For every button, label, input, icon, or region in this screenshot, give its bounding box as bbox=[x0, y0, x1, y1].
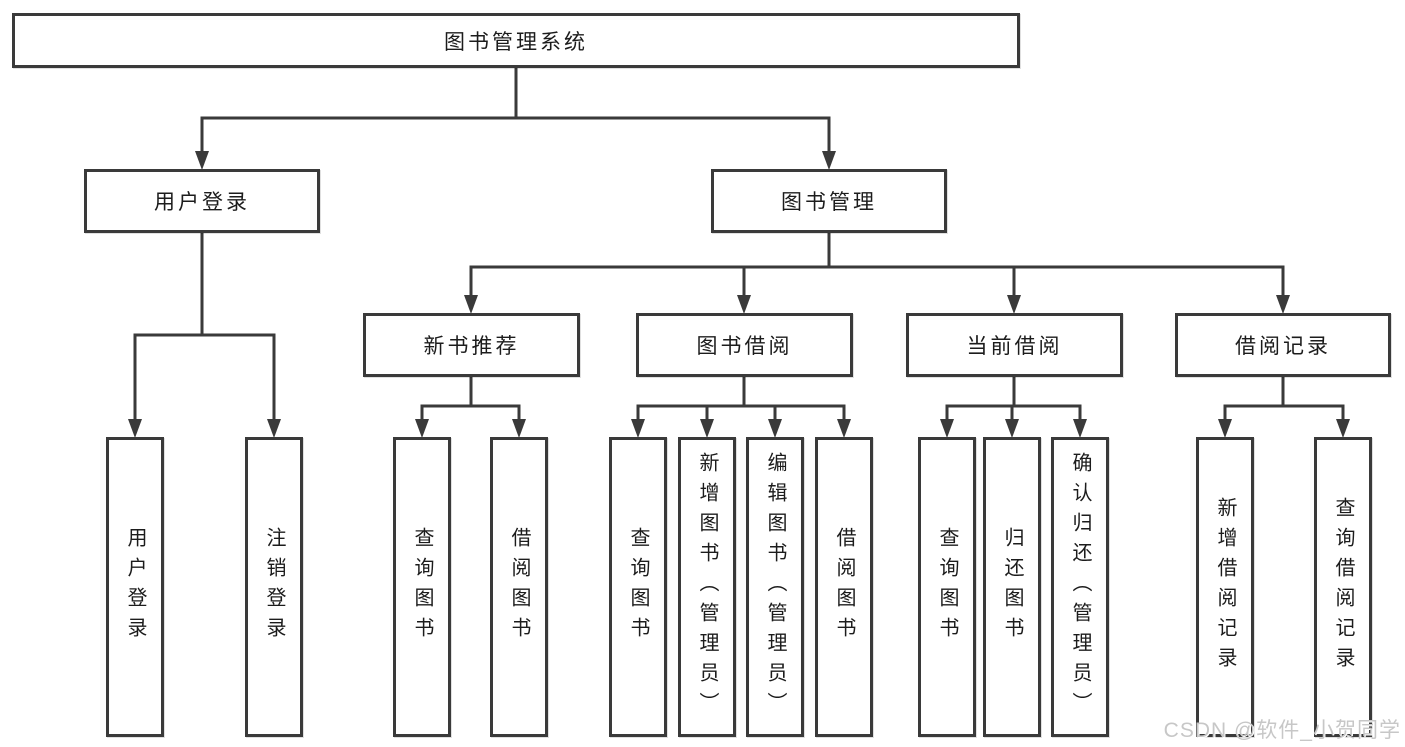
arrow-down-icon bbox=[1336, 419, 1350, 438]
node-user-login: 用户登录 bbox=[84, 169, 320, 233]
arrow-down-icon bbox=[768, 419, 782, 438]
connector-recommend-split bbox=[420, 404, 521, 421]
leaf-add-borrow-record-label: 新增借阅记录 bbox=[1214, 497, 1236, 677]
node-book-borrowing: 图书借阅 bbox=[636, 313, 853, 377]
leaf-logout-label: 注销登录 bbox=[263, 527, 285, 647]
leaf-edit-books-admin: 编辑图书（管理员） bbox=[746, 437, 804, 737]
node-book-borrowing-label: 图书借阅 bbox=[696, 335, 793, 358]
connector-userlogin-split bbox=[133, 333, 276, 421]
leaf-borrow-books-borrowing-label: 借阅图书 bbox=[833, 527, 855, 647]
arrow-down-icon bbox=[700, 419, 714, 438]
leaf-user-login-label: 用户登录 bbox=[124, 527, 146, 647]
arrow-down-icon bbox=[822, 151, 836, 170]
leaf-return-books: 归还图书 bbox=[983, 437, 1041, 737]
node-new-book-recommend-label: 新书推荐 bbox=[423, 335, 520, 358]
arrow-down-icon bbox=[1218, 419, 1232, 438]
node-current-borrowing-label: 当前借阅 bbox=[966, 335, 1063, 358]
leaf-add-borrow-record: 新增借阅记录 bbox=[1196, 437, 1254, 737]
connector-stems bbox=[133, 66, 1345, 421]
connector-root-split bbox=[200, 116, 831, 153]
node-book-management: 图书管理 bbox=[711, 169, 947, 233]
node-new-book-recommend: 新书推荐 bbox=[363, 313, 580, 377]
leaf-query-books-borrowing-label: 查询图书 bbox=[627, 527, 649, 647]
arrow-down-icon bbox=[128, 419, 142, 438]
connector-borrowing-split bbox=[636, 404, 846, 421]
csdn-watermark: CSDN @软件_小贺同学 bbox=[1163, 719, 1401, 742]
leaf-query-books-recommend-label: 查询图书 bbox=[411, 527, 433, 647]
arrow-down-icon bbox=[631, 419, 645, 438]
leaf-query-books-current-label: 查询图书 bbox=[936, 527, 958, 647]
leaf-query-books-current: 查询图书 bbox=[918, 437, 976, 737]
arrow-down-icon bbox=[512, 419, 526, 438]
arrow-down-icon bbox=[940, 419, 954, 438]
leaf-query-borrow-record-label: 查询借阅记录 bbox=[1332, 497, 1354, 677]
leaf-confirm-return-admin: 确认归还（管理员） bbox=[1051, 437, 1109, 737]
connector-records-split bbox=[1223, 404, 1345, 421]
arrow-down-icon bbox=[1073, 419, 1087, 438]
leaf-query-books-recommend: 查询图书 bbox=[393, 437, 451, 737]
leaf-borrow-books-borrowing: 借阅图书 bbox=[815, 437, 873, 737]
arrow-down-icon bbox=[1007, 295, 1021, 314]
connector-bookmgmt-split bbox=[469, 265, 1285, 297]
leaf-add-books-admin-label: 新增图书（管理员） bbox=[696, 452, 718, 722]
arrowheads bbox=[128, 151, 1350, 438]
node-root: 图书管理系统 bbox=[12, 13, 1020, 68]
arrow-down-icon bbox=[837, 419, 851, 438]
arrow-down-icon bbox=[267, 419, 281, 438]
node-borrowing-records: 借阅记录 bbox=[1175, 313, 1391, 377]
leaf-query-books-borrowing: 查询图书 bbox=[609, 437, 667, 737]
leaf-borrow-books-recommend-label: 借阅图书 bbox=[508, 527, 530, 647]
arrow-down-icon bbox=[195, 151, 209, 170]
arrow-down-icon bbox=[737, 295, 751, 314]
leaf-user-login: 用户登录 bbox=[106, 437, 164, 737]
node-current-borrowing: 当前借阅 bbox=[906, 313, 1123, 377]
node-user-login-label: 用户登录 bbox=[154, 191, 250, 214]
node-book-management-label: 图书管理 bbox=[781, 191, 877, 214]
arrow-down-icon bbox=[1276, 295, 1290, 314]
arrow-down-icon bbox=[1005, 419, 1019, 438]
arrow-down-icon bbox=[464, 295, 478, 314]
leaf-add-books-admin: 新增图书（管理员） bbox=[678, 437, 736, 737]
leaf-confirm-return-admin-label: 确认归还（管理员） bbox=[1069, 452, 1091, 722]
leaf-query-borrow-record: 查询借阅记录 bbox=[1314, 437, 1372, 737]
arrow-down-icon bbox=[415, 419, 429, 438]
node-borrowing-records-label: 借阅记录 bbox=[1235, 335, 1331, 358]
leaf-borrow-books-recommend: 借阅图书 bbox=[490, 437, 548, 737]
leaf-return-books-label: 归还图书 bbox=[1001, 527, 1023, 647]
node-root-label: 图书管理系统 bbox=[444, 30, 588, 54]
leaf-edit-books-admin-label: 编辑图书（管理员） bbox=[764, 452, 786, 722]
leaf-logout: 注销登录 bbox=[245, 437, 303, 737]
